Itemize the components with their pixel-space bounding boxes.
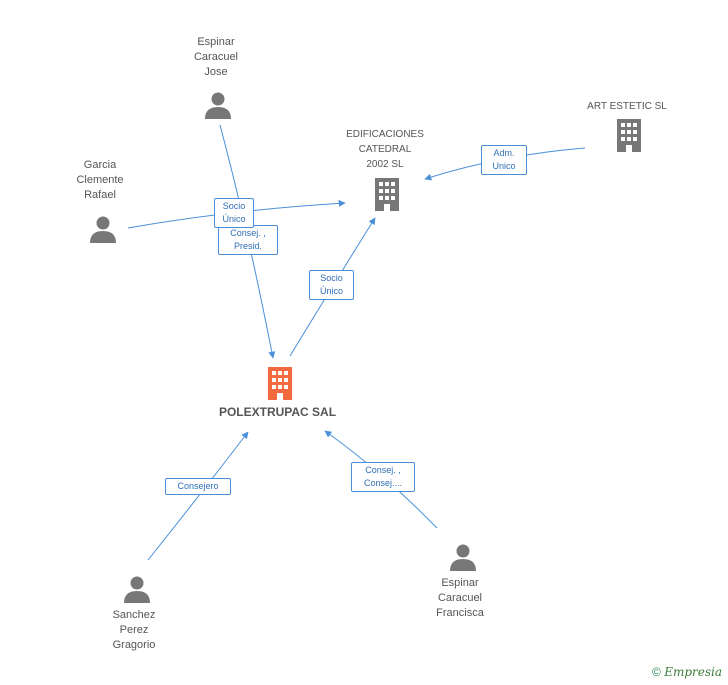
person-icon (205, 92, 231, 119)
brand-logo: Empresia (664, 665, 722, 679)
person-icon (90, 216, 116, 243)
edge-label-socio-unico: Socio Único (214, 198, 254, 228)
node-espinar-caracuel-francisca[interactable]: Espinar Caracuel Francisca (436, 577, 484, 619)
person-icon (124, 576, 150, 603)
edge-label-consej-presid: Consej. , Presid. (218, 225, 278, 255)
person-icon (450, 544, 476, 571)
node-garcia-clemente-rafael[interactable]: Garcia Clemente Rafael (76, 159, 124, 201)
edge-label-adm-unico: Adm. Unico (481, 145, 527, 175)
edge-label-consej-consej: Consej. , Consej.... (351, 462, 415, 492)
node-espinar-caracuel-jose[interactable]: Espinar Caracuel Jose (193, 36, 239, 78)
node-polextrupac[interactable]: POLEXTRUPAC SAL (218, 405, 337, 419)
empresia-watermark[interactable]: © Empresia (652, 665, 722, 679)
node-edificaciones-catedral[interactable]: EDIFICACIONES CATEDRAL 2002 SL (346, 129, 424, 170)
building-icon (617, 119, 641, 152)
edge-sanchez-polextrupac (147, 431, 249, 561)
building-icon (268, 367, 292, 400)
edge-label-socio-unico: Socio Único (309, 270, 354, 300)
edge-label-consejero: Consejero (165, 478, 231, 495)
node-sanchez-perez-gragorio[interactable]: Sanchez Perez Gragorio (112, 609, 156, 651)
node-art-estetic[interactable]: ART ESTETIC SL (587, 101, 667, 112)
copyright-symbol: © (652, 665, 661, 679)
building-icon (375, 178, 399, 211)
